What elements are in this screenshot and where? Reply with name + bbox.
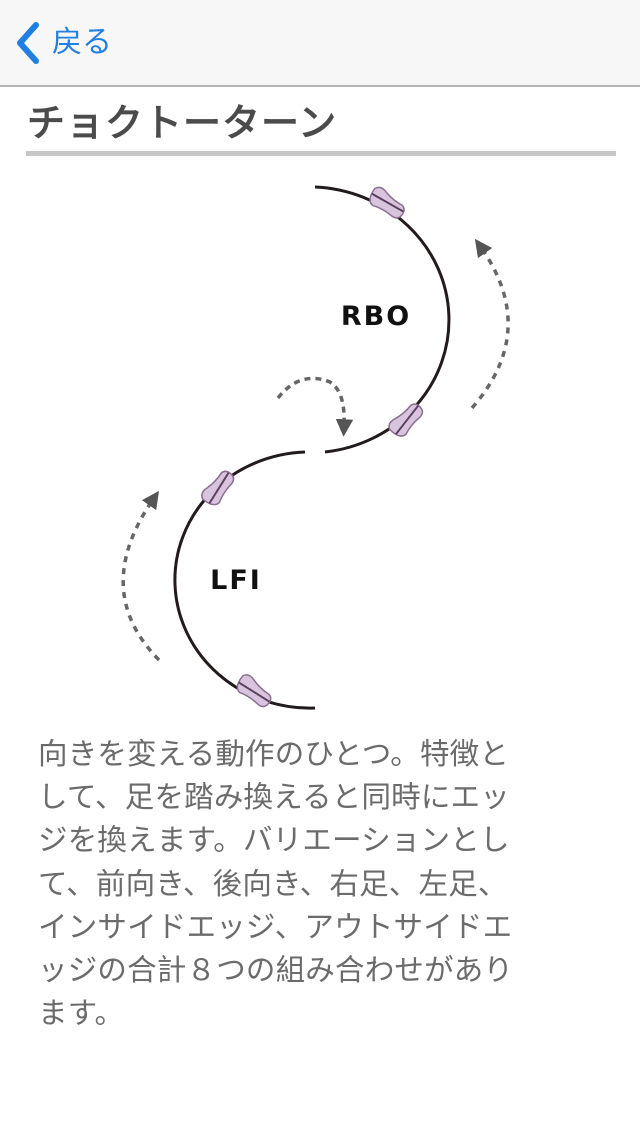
rbo-label: RBO — [341, 301, 411, 332]
dashed-arrow-icon — [121, 490, 161, 662]
description-line: ジを換えます。バリエーションとし — [38, 823, 510, 858]
chevron-left-icon — [17, 22, 39, 64]
choctaw-turn-diagram: RBO LFI — [121, 185, 510, 710]
skate-blade-icon — [236, 674, 272, 708]
page-title: チョクトーターン — [27, 101, 338, 145]
back-button[interactable]: 戻る — [14, 20, 112, 66]
skate-blade-icon — [369, 186, 405, 219]
skate-blade-icon — [201, 470, 235, 506]
description-line: て、前向き、後向き、右足、左足、 — [38, 866, 508, 901]
lfi-label: LFI — [210, 565, 262, 596]
description-line: ッジの合計８つの組み合わせがあり — [38, 953, 514, 988]
description-line: ます。 — [38, 996, 125, 1031]
back-label: 戻る — [52, 25, 112, 60]
dashed-arrow-icon — [276, 376, 354, 437]
description-line: 向きを変える動作のひとつ。特徴と — [38, 737, 510, 771]
description-line: して、足を踏み換えると同時にエッ — [38, 780, 510, 815]
description-text: 向きを変える動作のひとつ。特徴と して、足を踏み換えると同時にエッ ジを換えます… — [38, 733, 598, 1035]
title-underline — [26, 151, 616, 156]
navigation-bar: 戻る — [0, 0, 640, 87]
description-line: インサイドエッジ、アウトサイドエ — [38, 909, 513, 944]
skate-blade-icon — [388, 403, 424, 437]
dashed-arrow-icon — [470, 238, 510, 410]
